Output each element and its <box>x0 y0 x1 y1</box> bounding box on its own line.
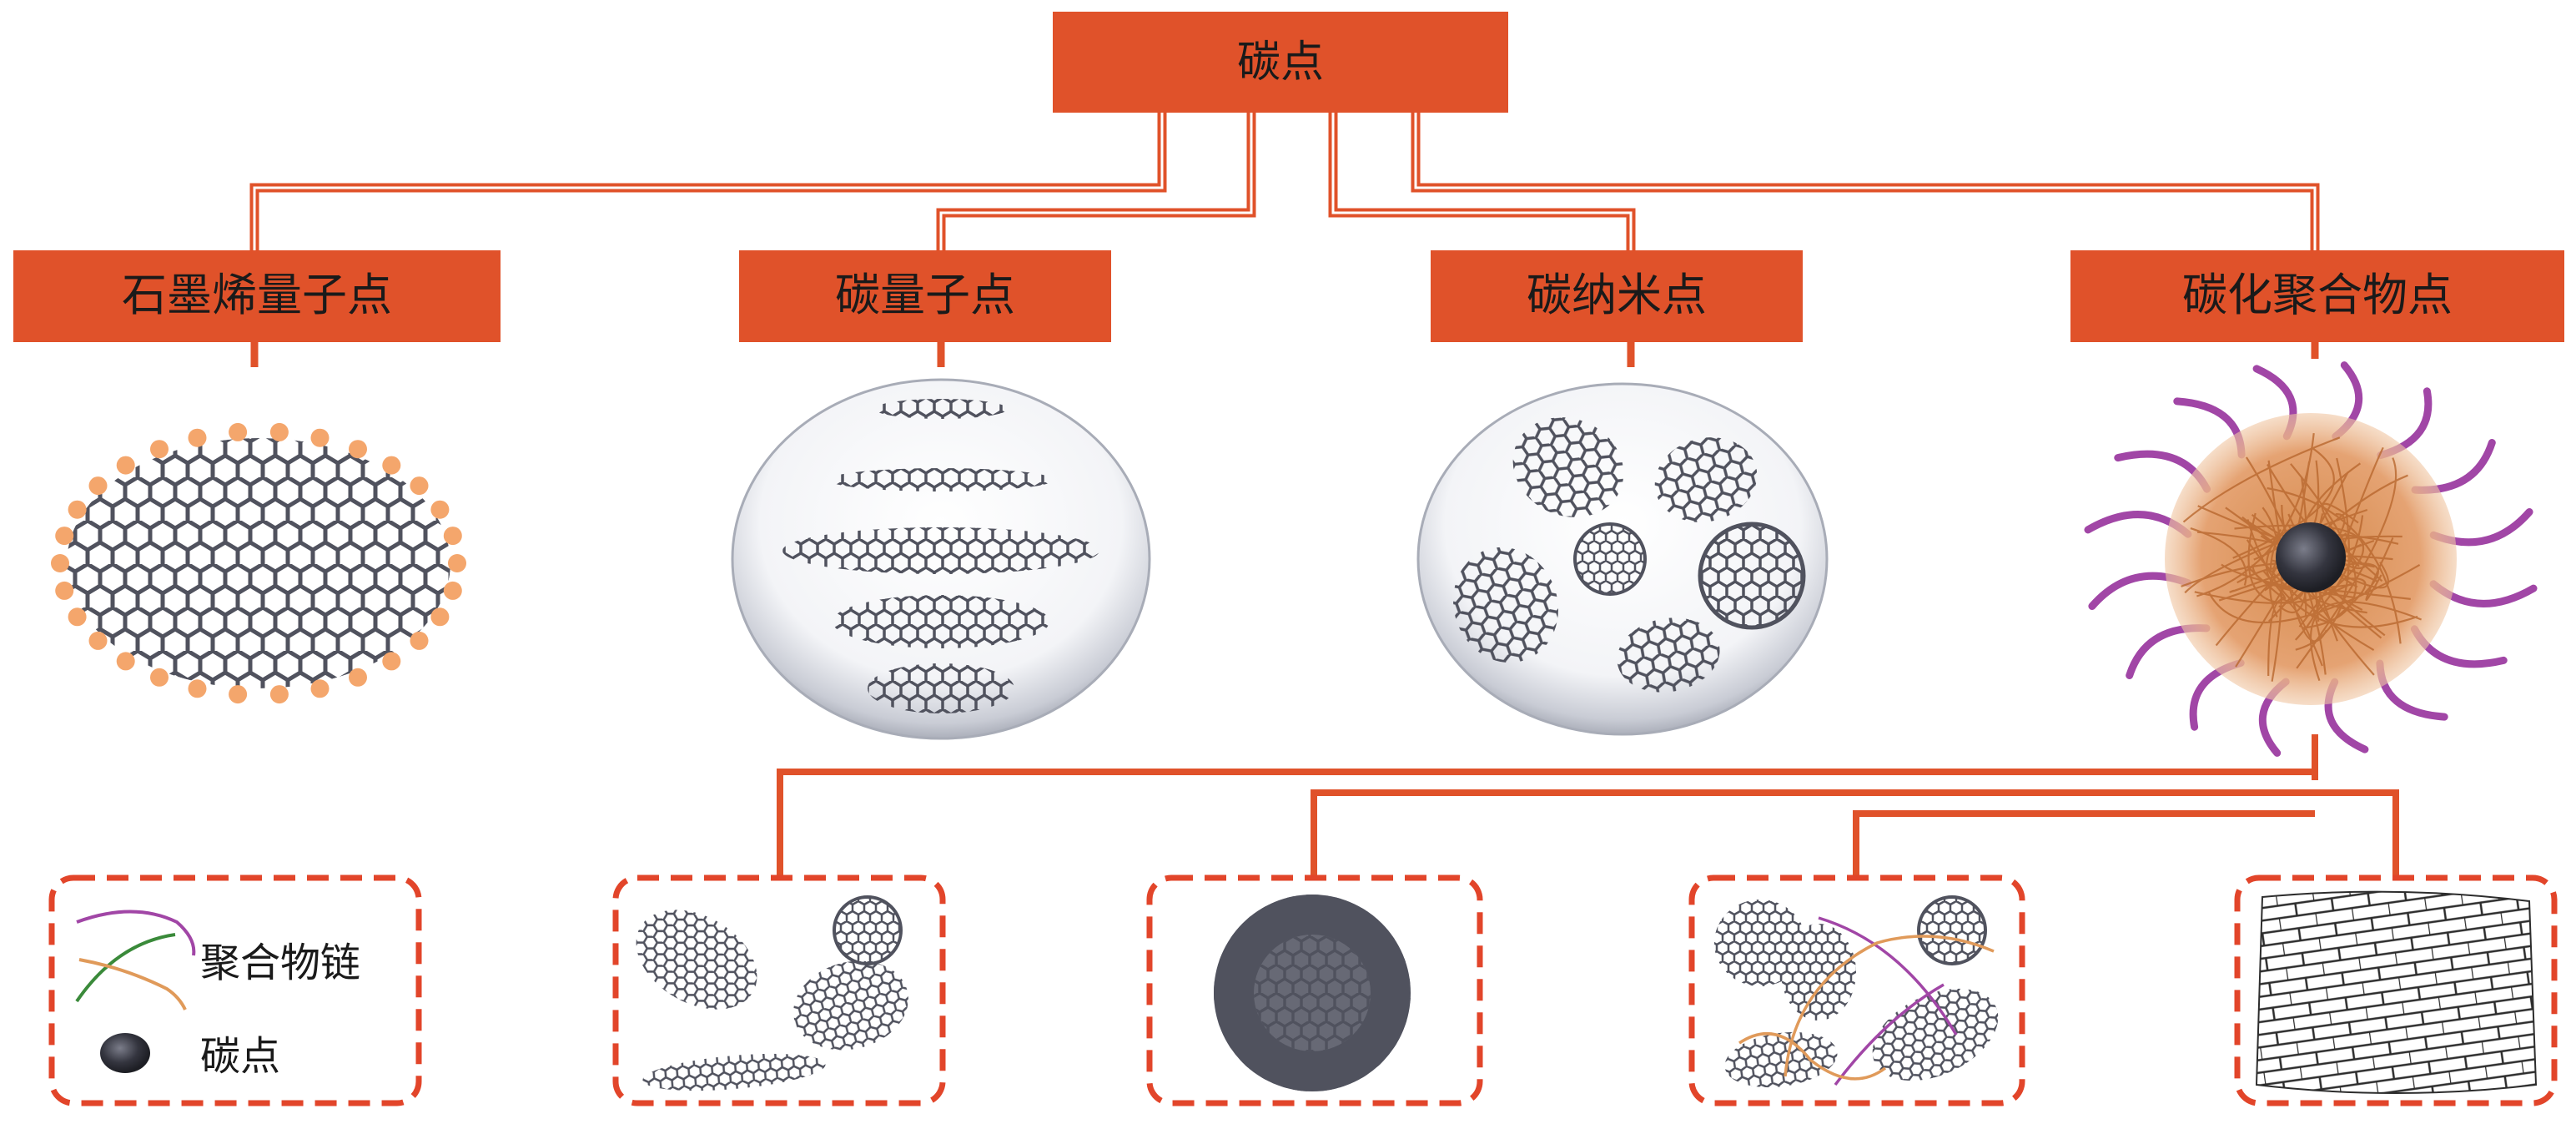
edge-atom <box>382 652 400 670</box>
category-label-cpd: 碳化聚合物点 <box>2182 269 2453 321</box>
edge-atom <box>117 652 135 670</box>
category-label-gqd: 石墨烯量子点 <box>122 269 392 321</box>
edge-atom <box>448 554 466 572</box>
legend-polymer-chain-label: 聚合物链 <box>200 940 360 986</box>
category-gqd: 石墨烯量子点 <box>13 250 501 342</box>
root-node: 碳点 <box>1053 12 1508 113</box>
category-cnd: 碳纳米点 <box>1431 250 1803 342</box>
legend-carbon-dot-label: 碳点 <box>200 1033 280 1080</box>
polymer-chain-legend-icon <box>77 912 194 1011</box>
carbon-nanodot-illustration <box>1418 384 1827 734</box>
category-cpd: 碳化聚合物点 <box>2070 250 2564 342</box>
edge-atom <box>410 632 429 650</box>
structure-panel-fragments-with-chains <box>1692 878 2022 1103</box>
structure-panel-dispersed-fragments <box>616 878 943 1103</box>
edge-atom <box>311 679 330 698</box>
edge-atom <box>89 476 108 495</box>
edge-atom <box>189 679 207 698</box>
carbon-core <box>2276 522 2346 592</box>
edge-atom <box>68 607 87 626</box>
edge-atom <box>229 423 247 441</box>
structure-panel-polymer-network <box>2237 878 2554 1103</box>
tree-connectors <box>254 113 2315 367</box>
carbonized-polymer-dot-illustration <box>2088 365 2533 753</box>
edge-atom <box>410 476 429 495</box>
edge-atom <box>55 527 73 545</box>
edge-atom <box>349 668 367 687</box>
category-label-cnd: 碳纳米点 <box>1527 269 1707 321</box>
graphene-quantum-dot-illustration <box>51 423 466 703</box>
edge-atom <box>430 607 449 626</box>
edge-atom <box>55 582 73 600</box>
edge-atom <box>117 456 135 475</box>
carbon-dot-legend-icon <box>100 1033 150 1073</box>
edge-atom <box>189 429 207 447</box>
edge-atom <box>229 685 247 703</box>
edge-atom <box>270 685 289 703</box>
edge-atom <box>349 440 367 458</box>
edge-atom <box>382 456 400 475</box>
edge-atom <box>150 440 169 458</box>
edge-atom <box>444 582 462 600</box>
edge-atom <box>430 501 449 519</box>
structure-panel-crosslinked-sphere <box>1150 878 1480 1103</box>
category-cqd: 碳量子点 <box>739 250 1111 342</box>
legend-panel: 聚合物链 碳点 <box>52 878 419 1103</box>
edge-atom <box>150 668 169 687</box>
edge-atom <box>89 632 108 650</box>
bottom-connectors <box>780 734 2396 878</box>
edge-atom <box>270 423 289 441</box>
edge-atom <box>51 554 69 572</box>
edge-atom <box>68 501 87 519</box>
root-label: 碳点 <box>1237 38 1324 88</box>
carbon-quantum-dot-illustration <box>732 380 1150 738</box>
edge-atom <box>311 429 330 447</box>
edge-atom <box>444 527 462 545</box>
category-label-cqd: 碳量子点 <box>835 269 1015 321</box>
